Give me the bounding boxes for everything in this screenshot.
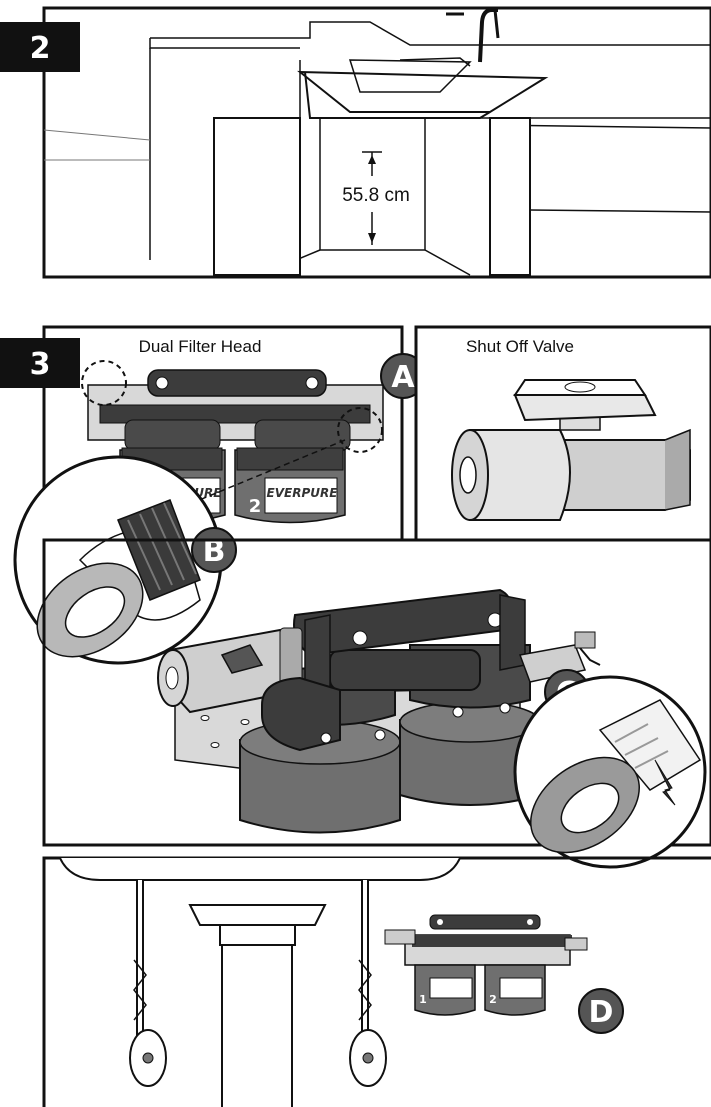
step-3-panel-d: 1 2 D [42,856,711,1107]
mini-cartridge-1-number: 1 [419,993,427,1006]
step-3-panel-c: C [42,538,711,847]
left-cabinet-door [213,117,301,276]
port-highlight-right [337,407,383,453]
cartridge-2-brand: EVERPURE [267,486,339,500]
valve-handle [513,394,657,422]
callout-a-letter: A [391,360,415,395]
callout-b-letter: B [203,534,226,569]
magnifier-b: B [13,455,237,665]
panel-d-frame [42,856,711,1107]
magnifier-c [513,675,707,869]
step-2-badge [0,22,80,72]
callout-d [578,988,624,1034]
supply-line-right [349,880,387,1087]
supply-line-left [129,880,167,1087]
mini-cartridge-2-number: 2 [489,993,497,1006]
shutoff-valve-label: Shut Off Valve [466,337,574,356]
right-cabinet-door [489,117,531,276]
callout-d-letter: D [589,995,614,1030]
panel-c-frame [42,538,711,847]
shutoff-valve-panel: Shut Off Valve [414,325,711,542]
height-dimension-arrow [330,151,422,245]
step-2-frame [42,6,711,279]
cartridge-2: EVERPURE 2 [234,447,346,524]
port-highlight-left [81,360,127,406]
step-2-panel: 55.8 cm 2 [0,6,711,279]
sink-drain [188,904,327,926]
installed-filter-system: 1 2 [384,914,588,1016]
step-2-number: 2 [30,31,51,66]
step-3-number: 3 [30,347,51,382]
cartridge-base-1 [239,739,401,834]
measurement-label: 55.8 cm [342,185,410,206]
cartridge-2-number: 2 [249,496,262,517]
filter-head-handle [147,369,327,397]
dual-filter-head-label: Dual Filter Head [139,337,262,356]
step-3-badge [0,338,80,388]
threaded-fitting [117,499,201,601]
